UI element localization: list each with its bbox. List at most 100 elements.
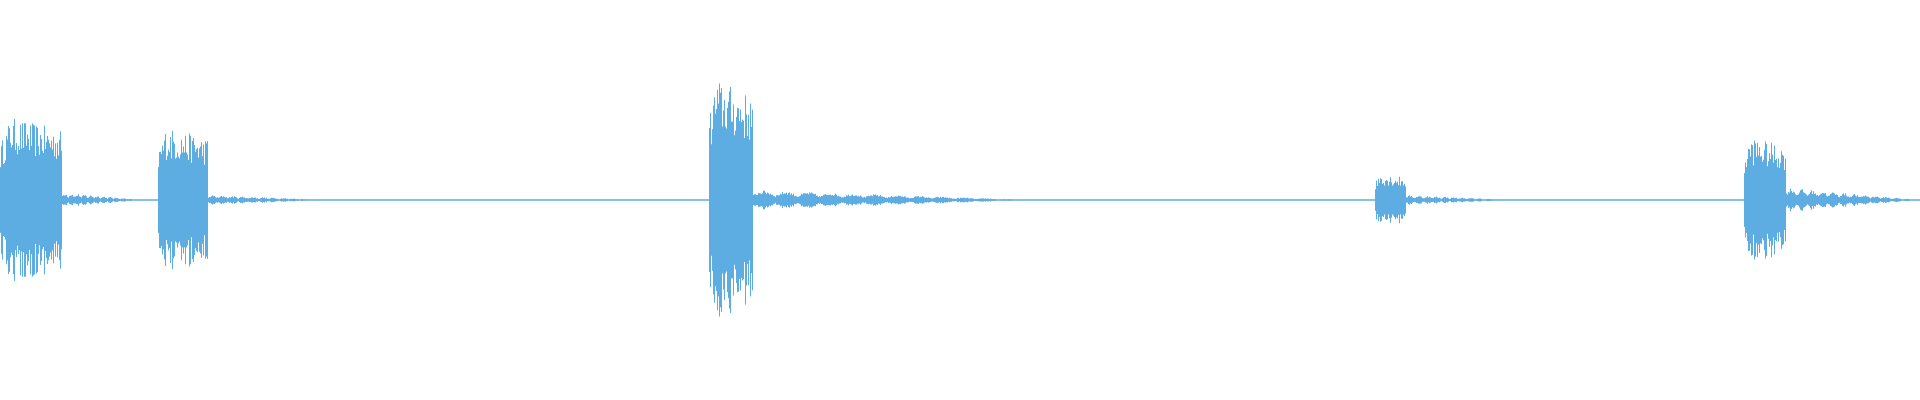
waveform-sample bbox=[1494, 199, 1495, 201]
waveform-sample bbox=[81, 197, 82, 203]
waveform-sample bbox=[1651, 199, 1652, 201]
waveform-sample bbox=[1042, 199, 1043, 201]
waveform-sample bbox=[114, 198, 115, 202]
waveform-sample bbox=[1666, 199, 1667, 201]
waveform-sample bbox=[170, 137, 171, 263]
waveform-sample bbox=[1270, 199, 1271, 201]
waveform-sample bbox=[266, 197, 267, 203]
waveform-sample bbox=[144, 199, 145, 201]
waveform-sample bbox=[4, 163, 5, 237]
waveform-sample bbox=[819, 196, 820, 204]
waveform-sample bbox=[884, 196, 885, 204]
waveform-sample bbox=[1381, 179, 1382, 221]
waveform-sample bbox=[1190, 199, 1191, 201]
waveform-sample bbox=[1899, 198, 1900, 202]
waveform-sample bbox=[1766, 143, 1767, 257]
waveform-sample bbox=[954, 198, 955, 202]
waveform-sample bbox=[614, 199, 615, 201]
waveform-sample bbox=[779, 195, 780, 205]
waveform-sample bbox=[248, 198, 249, 202]
waveform-sample bbox=[1719, 199, 1720, 201]
waveform-sample bbox=[1199, 199, 1200, 201]
waveform-sample bbox=[669, 199, 670, 201]
waveform-sample bbox=[1708, 199, 1709, 201]
waveform-sample bbox=[1589, 199, 1590, 201]
waveform-sample bbox=[234, 196, 235, 204]
waveform-sample bbox=[1718, 199, 1719, 201]
waveform-sample bbox=[1484, 199, 1485, 201]
waveform-sample bbox=[78, 194, 79, 206]
waveform-sample bbox=[638, 199, 639, 201]
waveform-sample bbox=[887, 198, 888, 202]
waveform-sample bbox=[77, 195, 78, 205]
waveform-sample bbox=[245, 198, 246, 202]
waveform-sample bbox=[220, 196, 221, 204]
waveform-sample bbox=[1592, 199, 1593, 201]
waveform-sample bbox=[633, 199, 634, 201]
waveform-sample bbox=[824, 194, 825, 206]
waveform-sample bbox=[529, 199, 530, 201]
waveform-sample bbox=[1370, 199, 1371, 201]
waveform-sample bbox=[1710, 199, 1711, 201]
waveform-sample bbox=[1461, 198, 1462, 202]
waveform-sample bbox=[322, 199, 323, 201]
waveform-sample bbox=[1607, 199, 1608, 201]
waveform-sample bbox=[1839, 197, 1840, 203]
waveform-sample bbox=[1399, 176, 1400, 224]
waveform-sample bbox=[1775, 160, 1776, 240]
waveform-sample bbox=[1532, 199, 1533, 201]
waveform-sample bbox=[1234, 199, 1235, 201]
waveform-sample bbox=[1169, 199, 1170, 201]
waveform-sample bbox=[787, 194, 788, 206]
waveform-sample bbox=[438, 199, 439, 201]
waveform-sample bbox=[516, 199, 517, 201]
waveform-sample bbox=[1618, 199, 1619, 201]
waveform-sample bbox=[371, 199, 372, 201]
waveform-sample bbox=[481, 199, 482, 201]
waveform-sample bbox=[1113, 199, 1114, 201]
waveform-sample bbox=[963, 197, 964, 203]
waveform-sample bbox=[1630, 199, 1631, 201]
waveform-sample bbox=[606, 199, 607, 201]
waveform-sample bbox=[695, 199, 696, 201]
waveform-sample bbox=[517, 199, 518, 201]
waveform-sample bbox=[358, 199, 359, 201]
waveform-sample bbox=[172, 130, 173, 270]
waveform-sample bbox=[392, 199, 393, 201]
waveform-sample bbox=[495, 199, 496, 201]
waveform-sample bbox=[682, 199, 683, 201]
waveform-sample bbox=[681, 199, 682, 201]
waveform-sample bbox=[188, 159, 189, 241]
waveform-sample bbox=[1044, 199, 1045, 201]
waveform-sample bbox=[1853, 194, 1854, 206]
waveform-sample bbox=[847, 195, 848, 205]
waveform-sample bbox=[840, 196, 841, 204]
waveform-sample bbox=[841, 197, 842, 203]
waveform-sample bbox=[1657, 199, 1658, 201]
waveform-sample bbox=[857, 196, 858, 204]
waveform-sample bbox=[1597, 199, 1598, 201]
waveform-sample bbox=[519, 199, 520, 201]
waveform-sample bbox=[961, 197, 962, 203]
waveform-sample bbox=[989, 198, 990, 202]
waveform-sample bbox=[1309, 199, 1310, 201]
waveform-sample bbox=[703, 199, 704, 201]
waveform-sample bbox=[123, 198, 124, 202]
waveform-sample bbox=[1434, 196, 1435, 204]
waveform-sample bbox=[1907, 198, 1908, 202]
waveform-sample bbox=[1342, 199, 1343, 201]
waveform-sample bbox=[813, 193, 814, 207]
waveform-sample bbox=[784, 193, 785, 207]
waveform-sample bbox=[1069, 199, 1070, 201]
waveform-sample bbox=[479, 199, 480, 201]
waveform-sample bbox=[179, 158, 180, 242]
waveform-sample bbox=[892, 197, 893, 203]
waveform-sample bbox=[1600, 199, 1601, 201]
waveform-sample bbox=[747, 136, 748, 264]
waveform-sample bbox=[983, 198, 984, 202]
waveform-sample bbox=[1408, 195, 1409, 205]
waveform-sample bbox=[843, 197, 844, 203]
waveform-sample bbox=[608, 199, 609, 201]
